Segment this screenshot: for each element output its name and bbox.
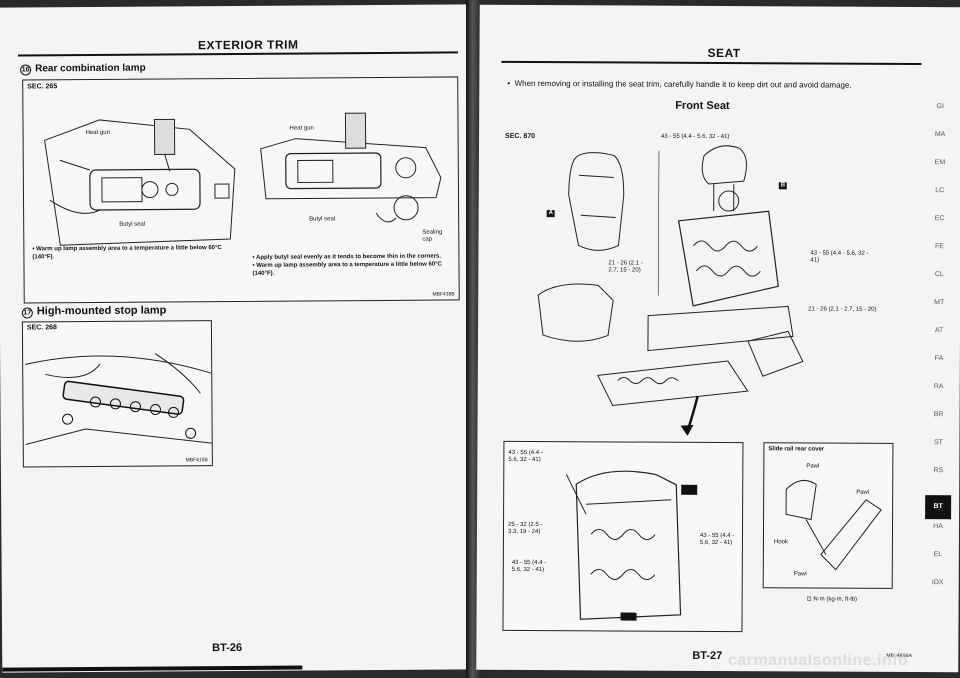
note-text: Warm up lamp assembly area to a temperat… (32, 245, 222, 261)
figure-ref-code: MBF438B (432, 291, 455, 298)
index-tab-st[interactable]: ST (933, 439, 943, 447)
section-title: Rear combination lamp (35, 62, 146, 75)
seatback-frame-drawing (565, 470, 698, 621)
index-tab-ra[interactable]: RA (933, 383, 944, 391)
note-text: Apply butyl seal evenly as it tends to b… (255, 253, 442, 261)
torque-spec-6: 25 - 32 (2.5 - 3.3, 19 - 24) (507, 521, 543, 535)
torque-spec-4: 21 - 26 (2.1 - 2.7, 15 - 20) (808, 306, 877, 313)
label-pawl-2: Pawl (856, 489, 870, 496)
instruction-bullet: • When removing or installing the seat t… (507, 78, 852, 90)
right-page: SEAT • When removing or installing the s… (476, 4, 960, 673)
section-title: High-mounted stop lamp (36, 304, 167, 318)
index-tab-idx[interactable]: IDX (931, 579, 944, 587)
slide-rail-drawing (785, 479, 882, 571)
section-number: 17 (21, 307, 33, 319)
right-page-header: SEAT (707, 45, 741, 61)
torque-spec-8: 43 - 55 (4.4 - 5.6, 32 - 41) (699, 532, 735, 546)
front-seat-exploded-view (537, 145, 804, 436)
subtitle-front-seat: Front Seat (675, 99, 730, 113)
index-tab-at[interactable]: AT (934, 327, 944, 335)
index-tab-ec[interactable]: EC (934, 215, 945, 223)
torque-spec-5: 43 - 55 (4.4 - 5.6, 32 - 41) (508, 449, 543, 463)
left-page-header: EXTERIOR TRIM (197, 37, 299, 53)
torque-spec-2: 21 - 26 (2.1 - 2.7, 15 - 20) (608, 260, 643, 274)
torque-spec-1: 43 - 55 (4.4 - 5.6, 32 - 41) (661, 133, 730, 141)
lamp-drawing-b (260, 112, 442, 223)
index-tab-el[interactable]: EL (933, 551, 943, 559)
index-tab-gi[interactable]: GI (936, 103, 944, 111)
index-tab-rs[interactable]: RS (933, 467, 944, 475)
index-tab-ha[interactable]: HA (933, 523, 943, 531)
index-tab-fa[interactable]: FA (934, 355, 944, 363)
index-tab-ma[interactable]: MA (934, 131, 946, 139)
label-butyl-seal-b: Butyl seal (309, 216, 336, 223)
label-hook: Hook (773, 539, 788, 546)
index-tab-br[interactable]: BR (933, 411, 944, 419)
lamp-drawing-a (44, 118, 236, 246)
label-sealing-cap: Sealing cap (422, 229, 443, 243)
figure-ref-code: MBF415B (185, 457, 208, 464)
bottom-rule (2, 665, 303, 672)
marker-b: B (778, 182, 788, 190)
seatback-frame-detail: 43 - 55 (4.4 - 5.6, 32 - 41) 25 - 32 (2.… (502, 440, 744, 633)
figure-rear-combination-lamp: SEC. 265 Heat gun Butyl seal (22, 76, 460, 304)
label-heat-gun-b: Heat gun (289, 125, 314, 132)
torque-legend: ⊡ N·m (kg-m, ft-lb) (806, 596, 858, 603)
slide-rail-title: Slide rail rear cover (768, 446, 825, 453)
marker-a: A (546, 210, 556, 218)
sec-code: SEC. 268 (26, 324, 57, 332)
index-tab-bt[interactable]: BT (925, 495, 952, 520)
slide-rail-rear-cover-detail: Slide rail rear cover Pawl Pawl Hook Paw… (762, 442, 894, 589)
sec-code: SEC. 265 (27, 83, 58, 91)
instruction-text: When removing or installing the seat tri… (514, 78, 852, 90)
section-number: 16 (20, 64, 32, 76)
section-index-tabs: GI MA EM LC EC FE CL MT AT FA RA BR ST RS BT HA EL IDX (480, 5, 960, 586)
figure-high-mounted-stop-lamp: SEC. 268 MBF415B (21, 320, 213, 468)
page-number-left: BT-26 (212, 641, 243, 655)
stop-lamp-drawing (25, 353, 212, 445)
header-rule (18, 51, 459, 57)
index-tab-em[interactable]: EM (934, 159, 946, 167)
label-pawl-3: Pawl (793, 571, 807, 578)
watermark: carmanualsonline.info (728, 652, 909, 669)
label-butyl-seal-a: Butyl seal (119, 221, 146, 228)
label-pawl-1: Pawl (806, 463, 820, 470)
index-tab-fe[interactable]: FE (934, 243, 944, 251)
header-rule (501, 60, 922, 66)
index-tab-mt[interactable]: MT (934, 299, 945, 307)
note-text: Warm up lamp assembly area to a temperat… (252, 261, 442, 277)
index-tab-cl[interactable]: CL (934, 271, 944, 279)
page-number-right: BT-27 (692, 649, 723, 663)
legend-text: N·m (kg-m, ft-lb) (813, 596, 858, 603)
torque-spec-7: 43 - 55 (4.4 - 5.6, 32 - 41) (511, 559, 547, 573)
label-heat-gun-a: Heat gun (85, 129, 110, 137)
note-warm-up-b: • Warm up lamp assembly area to a temper… (252, 261, 442, 277)
index-tab-lc[interactable]: LC (935, 187, 945, 195)
note-warm-up-a: • Warm up lamp assembly area to a temper… (32, 245, 222, 261)
notes-b: • Apply butyl seal evenly as it tends to… (252, 253, 452, 278)
torque-spec-3: 43 - 55 (4.4 - 5.6, 32 - 41) (810, 250, 869, 264)
